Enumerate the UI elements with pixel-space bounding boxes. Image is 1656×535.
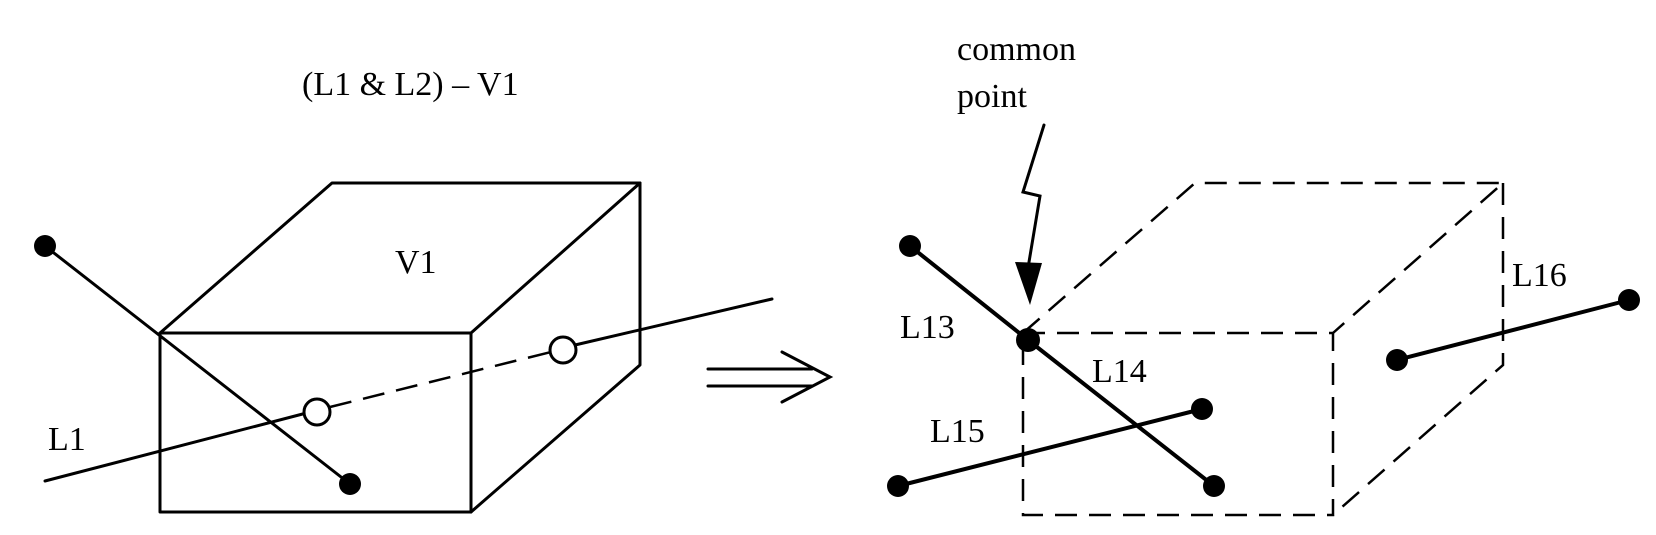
line-label-l15: L15	[930, 413, 985, 450]
line-label-l13: L13	[900, 309, 955, 346]
annotation-line-2: point	[957, 78, 1027, 115]
line-l2-end-point	[339, 473, 361, 495]
line-l2-start-point	[34, 235, 56, 257]
line-l13-start-point	[899, 235, 921, 257]
line-l1-exit-segment	[573, 297, 774, 347]
annotation-pointer-head	[1015, 262, 1042, 305]
line-l16-end-point	[1618, 289, 1640, 311]
removed-volume-outline	[1021, 181, 1507, 517]
box-top-face	[158, 181, 642, 335]
result-arrow	[706, 350, 834, 404]
line-l1-entry-point	[302, 397, 332, 427]
line-l14-end-point	[1203, 475, 1225, 497]
common-point-annotation: common point	[957, 31, 1084, 115]
line-l15-start-point	[887, 475, 909, 497]
annotation-pointer	[1021, 123, 1046, 270]
line-l1-visible-segment	[43, 408, 320, 483]
line-l13	[908, 244, 1030, 342]
right-panel: common point L13 L14 L15 L16	[887, 31, 1640, 517]
left-panel: (L1 & L2) – V1 V1 L1	[34, 66, 774, 514]
volume-label-v1: V1	[395, 244, 437, 281]
box-right-face	[469, 181, 642, 514]
line-l2	[43, 244, 352, 486]
left-title: (L1 & L2) – V1	[302, 66, 519, 103]
line-l15	[896, 407, 1204, 488]
line-l16-start-point	[1386, 349, 1408, 371]
arrow-head	[780, 350, 834, 404]
annotation-line-1: common	[957, 31, 1076, 68]
ghost-right-face	[1332, 183, 1505, 516]
common-point	[1016, 328, 1040, 352]
line-l1-exit-point	[548, 335, 578, 365]
line-label-l14: L14	[1092, 353, 1147, 390]
line-label-l16: L16	[1512, 257, 1567, 294]
ghost-top-face	[1022, 181, 1507, 334]
line-label-l1: L1	[48, 421, 86, 458]
ghost-front-face	[1021, 331, 1335, 517]
line-l1-hidden-segment	[329, 349, 556, 409]
line-l14	[1026, 338, 1216, 488]
line-l15-end-point	[1191, 398, 1213, 420]
line-l16	[1395, 298, 1631, 362]
